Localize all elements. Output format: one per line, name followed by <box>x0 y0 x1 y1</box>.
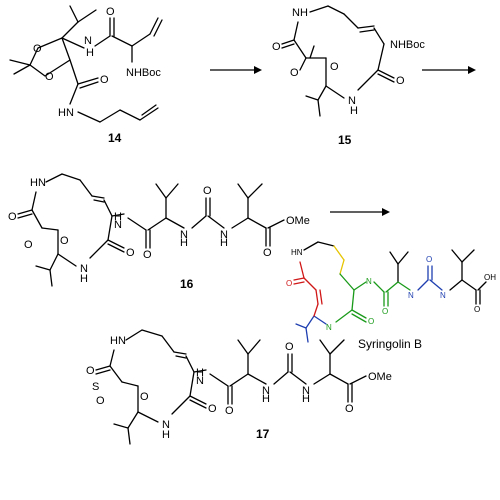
atom-o: O <box>382 307 388 316</box>
atom-nh: NH <box>292 7 308 19</box>
atom-s: S <box>92 381 99 393</box>
atom-hn: HN <box>58 107 74 119</box>
atom-n: N <box>262 385 270 397</box>
compound-15-label: 15 <box>338 133 352 147</box>
ome-label: OMe <box>286 215 310 227</box>
atom-o: O <box>330 61 339 73</box>
atom-h: H <box>302 393 310 405</box>
compound-14-label: 14 <box>108 131 122 145</box>
atom-n: N <box>162 419 170 431</box>
reaction-arrow <box>330 208 390 216</box>
atom-n: N <box>302 385 310 397</box>
atom-o: O <box>368 317 374 326</box>
atom-h: H <box>180 237 188 249</box>
atom-o: O <box>225 405 234 417</box>
atom-o: O <box>272 41 281 53</box>
syringolin-b-label: Syringolin B <box>358 337 422 351</box>
atom-n: N <box>80 263 88 275</box>
atom-n: N <box>196 375 204 387</box>
atom-h: H <box>350 105 358 117</box>
atom-o: O <box>60 235 69 247</box>
atom-hn: HN <box>110 335 126 347</box>
atom-o: O <box>100 74 109 86</box>
ome-label: OMe <box>368 371 392 383</box>
atom-o: O <box>86 365 95 377</box>
nhboc-label: NHBoc <box>390 39 425 51</box>
atom-n: N <box>84 35 92 47</box>
atom-n: N <box>408 291 414 300</box>
atom-h: H <box>80 273 88 285</box>
compound-14: O O H N O NHBoc O HN 14 <box>9 5 163 145</box>
atom-nh: N <box>348 95 356 107</box>
atom-n: N <box>326 323 332 332</box>
syringolin-b: HN O N O N O N <box>286 241 496 351</box>
atom-n: N <box>220 229 228 241</box>
reaction-arrow <box>210 66 262 74</box>
atom-o: O <box>24 239 33 251</box>
atom-o: O <box>396 75 405 87</box>
atom-o: O <box>96 395 105 407</box>
atom-h: H <box>262 393 270 405</box>
nhboc-label: NHBoc <box>126 67 161 79</box>
atom-o: O <box>345 403 354 415</box>
compound-16-label: 16 <box>180 277 194 291</box>
atom-n: N <box>440 291 446 300</box>
atom-o: O <box>143 249 152 261</box>
atom-o: O <box>286 279 292 288</box>
atom-nh: H <box>86 47 94 59</box>
atom-o: O <box>474 305 480 314</box>
atom-o: O <box>203 185 212 197</box>
atom-hn: HN <box>30 177 46 189</box>
compound-16: HN O N H O O O N H O <box>8 173 310 291</box>
atom-o: O <box>208 403 217 415</box>
atom-o: O <box>45 71 54 83</box>
atom-h: H <box>196 367 204 379</box>
atom-o: O <box>106 6 115 18</box>
oh-label: OH <box>484 273 496 282</box>
atom-o: O <box>285 341 294 353</box>
compound-17-label: 17 <box>256 427 270 441</box>
atom-o: O <box>263 247 272 259</box>
atom-n: N <box>114 219 122 231</box>
atom-n: N <box>366 277 372 286</box>
atom-o: O <box>290 67 299 79</box>
atom-h: H <box>114 211 122 223</box>
reaction-arrow <box>422 66 476 74</box>
atom-h: H <box>162 429 170 441</box>
atom-hn: HN <box>291 248 303 257</box>
atom-o: O <box>33 43 42 55</box>
compound-17: HN O N H O S O O N H O <box>86 329 392 445</box>
atom-o: O <box>126 247 135 259</box>
atom-o: O <box>140 391 149 403</box>
atom-h: H <box>220 237 228 249</box>
compound-15: NH NHBoc O N H O O O 15 <box>272 5 425 147</box>
atom-o: O <box>8 211 17 223</box>
atom-n: N <box>180 229 188 241</box>
atom-o: O <box>426 255 432 264</box>
